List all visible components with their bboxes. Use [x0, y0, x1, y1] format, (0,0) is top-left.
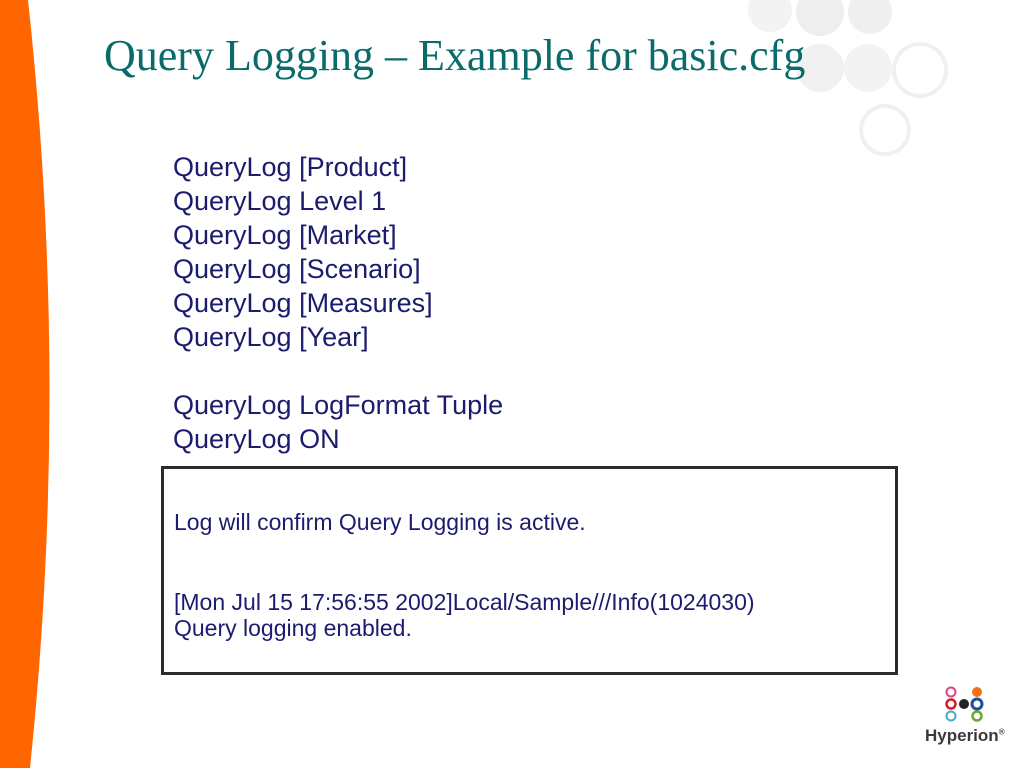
left-accent-bar — [0, 0, 50, 768]
logo-text: Hyperion® — [925, 726, 1005, 746]
logo-name: Hyperion — [925, 726, 999, 745]
config-line: QueryLog [Scenario] — [173, 254, 421, 284]
hyperion-logo: Hyperion® — [925, 684, 1015, 754]
logo-registered-mark: ® — [998, 727, 1005, 737]
log-confirmation-box: Log will confirm Query Logging is active… — [161, 466, 898, 675]
decorative-circles — [748, 0, 948, 156]
note-text: Log will confirm Query Logging is active… — [174, 509, 586, 535]
log-line: Query logging enabled. — [174, 615, 412, 641]
config-line: QueryLog ON — [173, 424, 340, 454]
log-line: [Mon Jul 15 17:56:55 2002]Local/Sample//… — [174, 589, 755, 615]
config-lines: QueryLog [Product] QueryLog Level 1 Quer… — [173, 150, 503, 456]
config-line: QueryLog [Measures] — [173, 288, 433, 318]
config-line: QueryLog LogFormat Tuple — [173, 390, 504, 420]
config-line: QueryLog [Market] — [173, 220, 397, 250]
slide-title: Query Logging – Example for basic.cfg — [104, 31, 806, 80]
config-line: QueryLog [Year] — [173, 322, 369, 352]
log-entry: [Mon Jul 15 17:56:55 2002]Local/Sample//… — [174, 589, 755, 641]
config-line: QueryLog Level 1 — [173, 186, 387, 216]
config-line: QueryLog [Product] — [173, 152, 408, 182]
logo-dots-icon — [945, 686, 984, 722]
